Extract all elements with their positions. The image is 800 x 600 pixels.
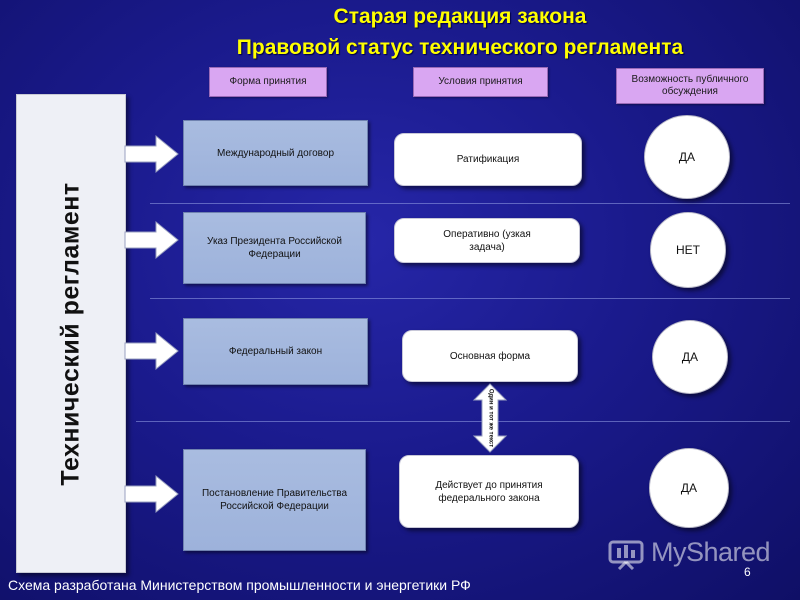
condition-box-until-law: Действует до принятия федерального закон…: [399, 455, 579, 528]
header-discussion: Возможность публичного обсуждения: [616, 68, 764, 104]
form-box-presidential-decree: Указ Президента Российской Федерации: [183, 212, 366, 284]
link-label: Один и тот же текст: [487, 388, 494, 448]
page-number: 6: [744, 565, 751, 579]
condition-box-main-form: Основная форма: [402, 330, 578, 382]
watermark: MyShared: [607, 534, 771, 570]
header-form: Форма принятия: [209, 67, 327, 97]
discussion-circle: НЕТ: [650, 212, 726, 288]
discussion-circle: ДА: [649, 448, 729, 528]
form-box-international-treaty: Международный договор: [183, 120, 368, 186]
watermark-text: MyShared: [651, 536, 771, 567]
right-arrow-icon: [124, 474, 179, 514]
title-line-2: Правовой статус технического регламента: [236, 36, 684, 59]
condition-box-ratification: Ратификация: [394, 133, 582, 186]
condition-box-operational: Оперативно (узкая задача): [394, 218, 580, 263]
row-separator: [150, 298, 790, 299]
right-arrow-icon: [124, 220, 179, 260]
form-box-federal-law: Федеральный закон: [183, 318, 368, 385]
title-line-1: Старая редакция закона: [333, 5, 587, 28]
right-arrow-icon: [124, 331, 179, 371]
presentation-icon: [608, 540, 644, 570]
right-arrow-icon: [124, 134, 179, 174]
vertical-label-bar: Технический регламент: [16, 94, 126, 573]
header-conditions: Условия принятия: [413, 67, 548, 97]
form-box-government-resolution: Постановление Правительства Российской Ф…: [183, 449, 366, 551]
vertical-label: Технический регламент: [56, 181, 85, 486]
discussion-circle: ДА: [644, 115, 730, 199]
double-arrow-icon: [472, 383, 508, 453]
row-separator: [136, 421, 790, 422]
row-separator: [150, 203, 790, 204]
footer-note: Схема разработана Министерством промышле…: [8, 577, 471, 593]
discussion-circle: ДА: [652, 320, 728, 394]
